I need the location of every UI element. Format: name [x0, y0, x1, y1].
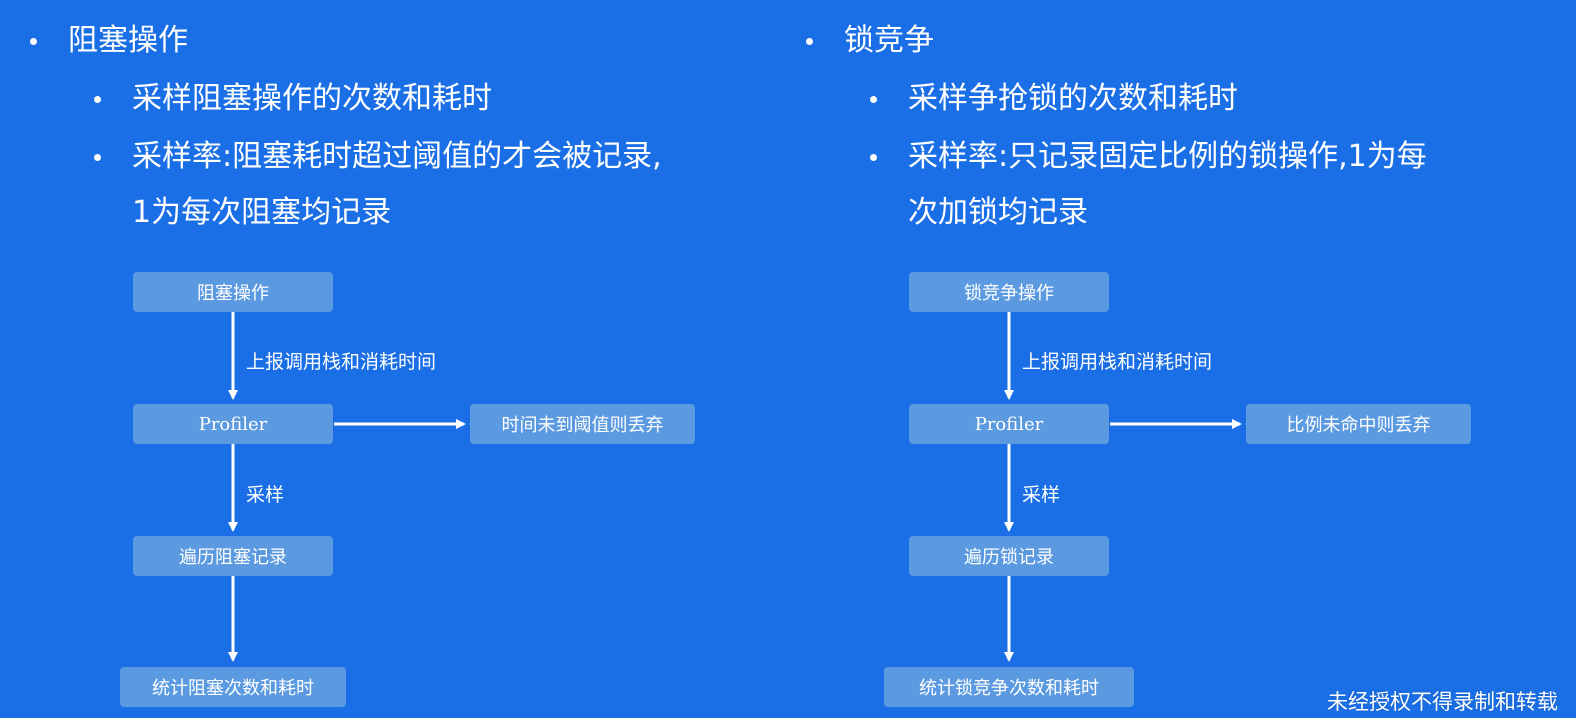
- node-traverse: 遍历阻塞记录: [133, 536, 333, 576]
- bullet-dot-icon: [870, 154, 877, 161]
- sub1-text: 采样阻塞操作的次数和耗时: [132, 81, 492, 116]
- node-profiler: Profiler: [909, 404, 1109, 444]
- bullet-dot-icon: [94, 154, 101, 161]
- edge-label-sample: 采样: [1022, 484, 1061, 506]
- node-start: 锁竞争操作: [909, 272, 1109, 312]
- lock-column: 锁竞争 采样争抢锁的次数和耗时 采样率:只记录固定比例的锁操作,1为每 次加锁均…: [776, 0, 1556, 718]
- edge-label-sample: 采样: [246, 484, 285, 506]
- sub2-line2: 1为每次阻塞均记录: [132, 195, 392, 230]
- copyright-watermark: 未经授权不得录制和转载: [1327, 690, 1558, 714]
- node-discard: 比例未命中则丢弃: [1246, 404, 1471, 444]
- node-discard: 时间未到阈值则丢弃: [470, 404, 695, 444]
- bullet-dot-icon: [870, 96, 877, 103]
- bullet-dot-icon: [30, 38, 37, 45]
- sub2-line1: 采样率:只记录固定比例的锁操作,1为每: [908, 139, 1427, 174]
- edge-label-report: 上报调用栈和消耗时间: [246, 351, 437, 373]
- blocking-flow-arrows: [228, 312, 466, 662]
- lock-flow-arrows: [1004, 312, 1242, 662]
- sub2-line2: 次加锁均记录: [908, 195, 1088, 230]
- node-start: 阻塞操作: [133, 272, 333, 312]
- bullet-dot-icon: [806, 38, 813, 45]
- edge-label-report: 上报调用栈和消耗时间: [1022, 351, 1213, 373]
- node-profiler: Profiler: [133, 404, 333, 444]
- node-stat: 统计阻塞次数和耗时: [120, 667, 346, 707]
- node-stat: 统计锁竞争次数和耗时: [884, 667, 1134, 707]
- heading-text: 阻塞操作: [68, 23, 188, 58]
- node-traverse: 遍历锁记录: [909, 536, 1109, 576]
- bullet-dot-icon: [94, 96, 101, 103]
- heading-text: 锁竞争: [844, 23, 934, 58]
- sub1-text: 采样争抢锁的次数和耗时: [908, 81, 1238, 116]
- blocking-column: 阻塞操作 采样阻塞操作的次数和耗时 采样率:阻塞耗时超过阈值的才会被记录, 1为…: [0, 0, 780, 718]
- sub2-line1: 采样率:阻塞耗时超过阈值的才会被记录,: [132, 139, 662, 174]
